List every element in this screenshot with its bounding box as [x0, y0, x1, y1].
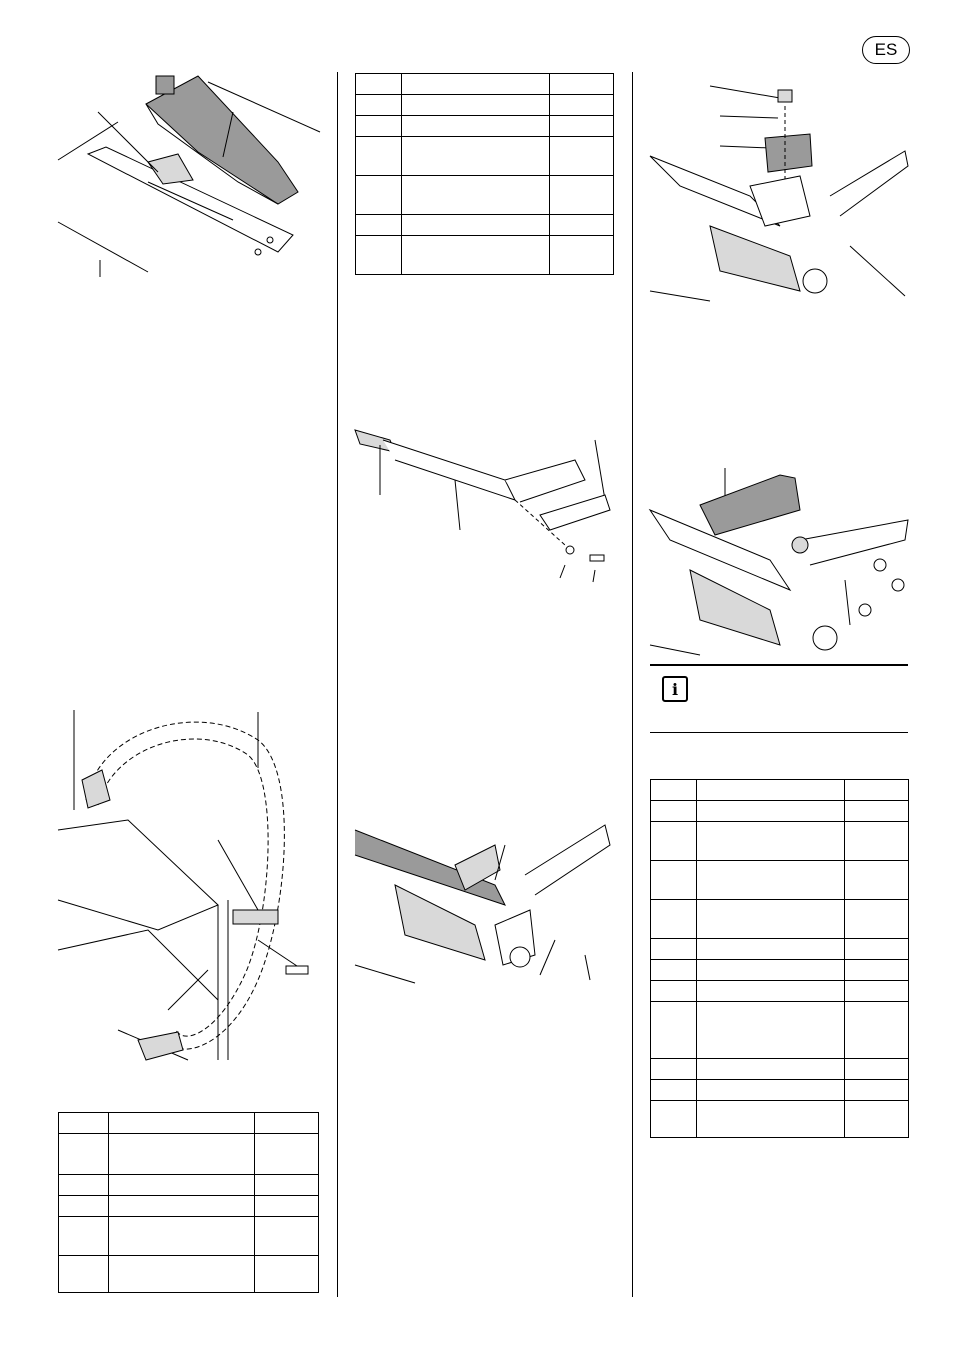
table-row	[650, 899, 909, 939]
figure-dust-hose	[57, 710, 309, 1061]
parts-table-left	[58, 1112, 319, 1293]
table-row	[650, 980, 909, 1002]
table-row	[650, 779, 909, 801]
table-row	[355, 136, 614, 176]
note-rule-top	[650, 664, 908, 666]
figure-blade-guard	[57, 75, 321, 277]
table-row	[650, 860, 909, 900]
table-row	[650, 1079, 909, 1101]
table-row	[355, 94, 614, 116]
figure-support-arm	[354, 429, 611, 583]
note-rule-bottom	[650, 732, 908, 733]
table-row	[650, 1001, 909, 1059]
table-row	[355, 115, 614, 137]
column-divider-right	[632, 72, 633, 1297]
info-icon: i	[662, 676, 688, 702]
table-row	[58, 1112, 319, 1134]
parts-table-right	[650, 779, 909, 1138]
table-row	[355, 73, 614, 95]
table-row	[58, 1133, 319, 1175]
table-row	[355, 175, 614, 215]
figure-rip-fence	[648, 468, 909, 656]
figure-angle-stop	[649, 85, 909, 302]
table-row	[650, 959, 909, 981]
language-badge: ES	[862, 36, 910, 64]
table-row	[650, 938, 909, 960]
table-row	[58, 1216, 319, 1256]
table-row	[650, 1058, 909, 1080]
table-row	[650, 821, 909, 861]
table-row	[58, 1255, 319, 1293]
column-divider-left	[337, 72, 338, 1297]
table-row	[355, 235, 614, 275]
parts-table-middle	[355, 73, 614, 275]
table-row	[355, 214, 614, 236]
table-row	[58, 1174, 319, 1196]
figure-arm-mounted	[354, 824, 611, 984]
table-row	[58, 1195, 319, 1217]
table-row	[650, 800, 909, 822]
table-row	[650, 1100, 909, 1138]
